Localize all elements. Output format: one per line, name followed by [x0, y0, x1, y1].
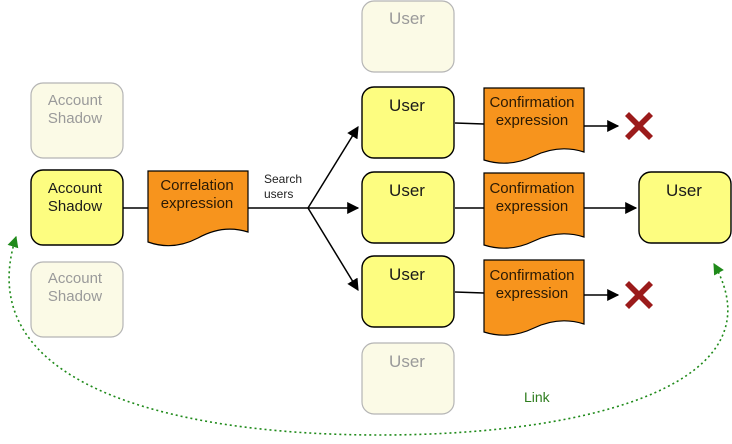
- user-candidate-3: User: [361, 255, 455, 328]
- confirmation-expression-1-line1: Confirmation: [489, 94, 574, 111]
- confirmation-expression-3-line1: Confirmation: [489, 267, 574, 284]
- user-candidate-1: User: [361, 86, 455, 159]
- confirmation-expression-2: Confirmation expression: [483, 172, 585, 249]
- user-faded-bottom: User: [361, 342, 455, 415]
- account-shadow-faded-top-line1: Account: [48, 92, 103, 109]
- search-users-label-line2: users: [264, 187, 293, 201]
- confirmation-expression-1: Confirmation expression: [483, 87, 585, 164]
- account-shadow-main-line2: Shadow: [48, 198, 102, 215]
- account-shadow-faded-top-line2: Shadow: [48, 110, 102, 127]
- user-result: User: [638, 171, 732, 244]
- account-shadow-main-line1: Account: [48, 180, 103, 197]
- edge-user-3-to-confirmation: [454, 291, 485, 294]
- search-users-label-line1: Search: [264, 172, 302, 186]
- edge-branch-to-user-1: [307, 125, 359, 209]
- account-shadow-main: Account Shadow: [30, 169, 124, 246]
- link-label: Link: [524, 389, 551, 405]
- user-result-label: User: [666, 181, 702, 200]
- user-faded-top: User: [361, 0, 455, 73]
- account-shadow-faded-bottom: Account Shadow: [30, 261, 124, 338]
- user-faded-bottom-label: User: [389, 352, 425, 371]
- user-faded-top-label: User: [389, 9, 425, 28]
- reject-x-icon-top: [625, 112, 653, 140]
- account-shadow-faded-top: Account Shadow: [30, 82, 124, 159]
- reject-x-icon-bottom: [625, 281, 653, 309]
- edge-branch-to-user-3: [307, 207, 359, 292]
- user-candidate-2: User: [361, 171, 455, 244]
- account-shadow-faded-bottom-line1: Account: [48, 270, 103, 287]
- correlation-expression-line1: Correlation: [160, 177, 233, 194]
- user-candidate-1-label: User: [389, 96, 425, 115]
- correlation-expression: Correlation expression: [147, 170, 249, 247]
- confirmation-expression-1-line2: expression: [496, 112, 569, 129]
- user-candidate-3-label: User: [389, 265, 425, 284]
- link-arc: [7, 235, 729, 436]
- confirmation-expression-3: Confirmation expression: [483, 259, 585, 336]
- confirmation-expression-2-line1: Confirmation: [489, 180, 574, 197]
- account-shadow-faded-bottom-line2: Shadow: [48, 288, 102, 305]
- confirmation-expression-3-line2: expression: [496, 285, 569, 302]
- edge-user-1-to-confirmation: [454, 122, 485, 125]
- user-candidate-2-label: User: [389, 181, 425, 200]
- confirmation-expression-2-line2: expression: [496, 198, 569, 215]
- correlation-expression-line2: expression: [161, 195, 234, 212]
